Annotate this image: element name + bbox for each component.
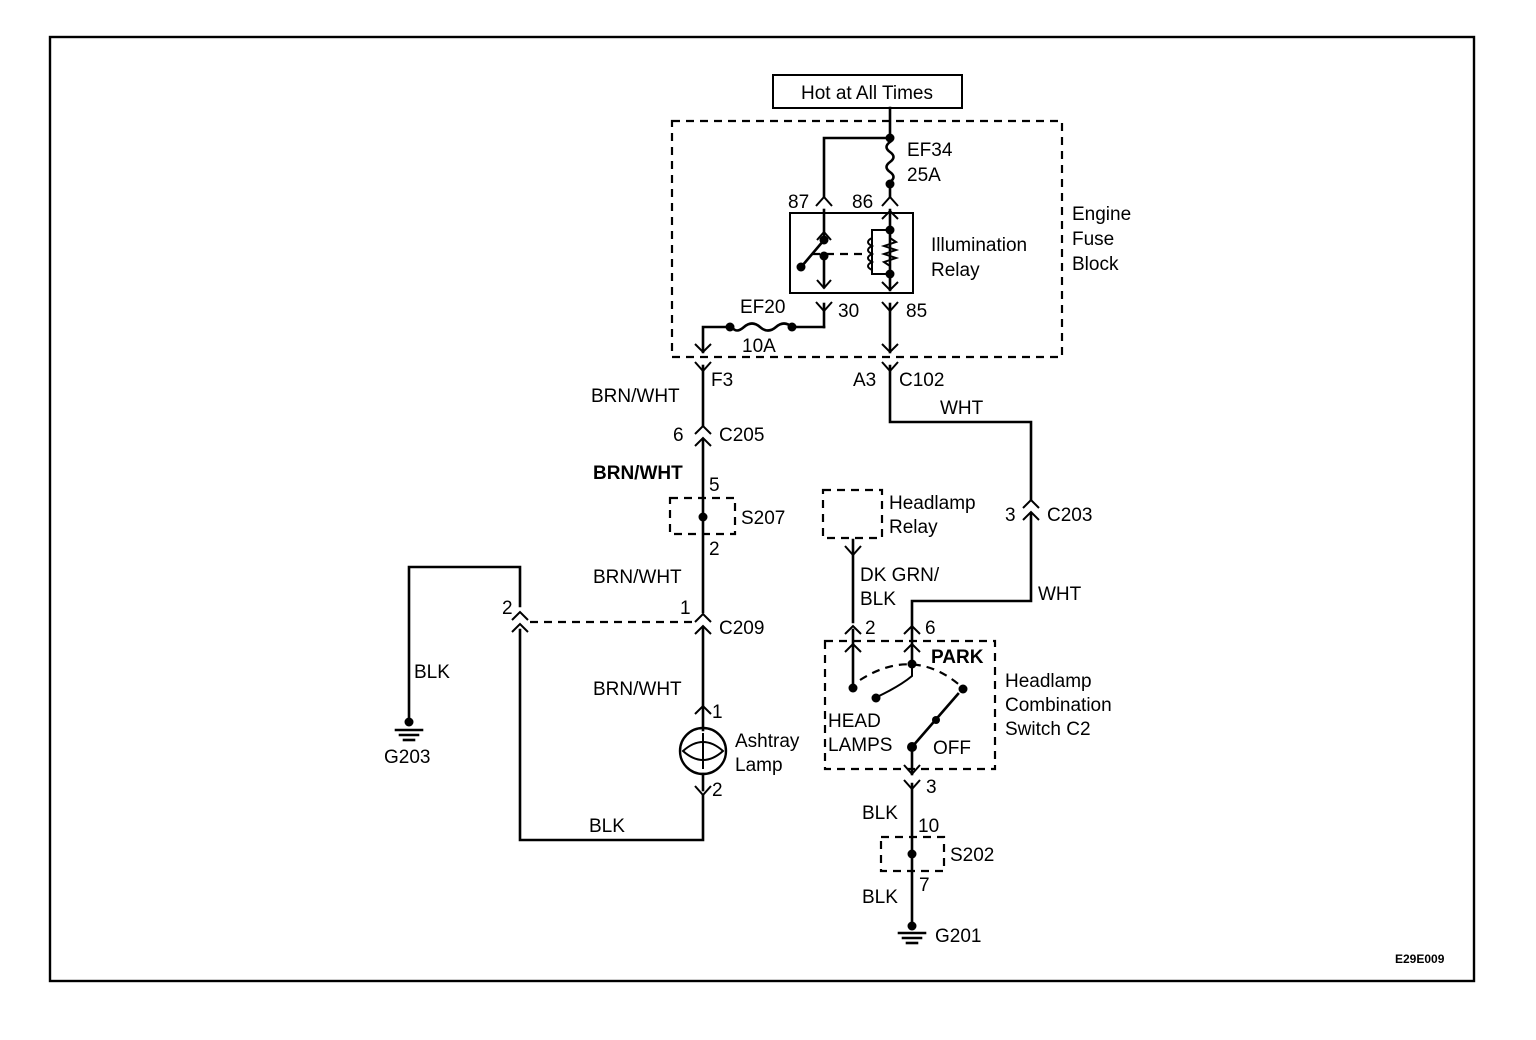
switch-pin-2: 2 <box>865 618 876 639</box>
switch-position-park: PARK <box>931 647 984 668</box>
illumination-relay-body <box>789 212 914 294</box>
headlamp-switch-label-3: Switch C2 <box>1005 719 1091 740</box>
fuse-ef34-label: EF34 <box>907 140 953 161</box>
engine-fuse-block-label-3: Block <box>1072 254 1119 275</box>
wire-label-wht-1: WHT <box>940 398 984 419</box>
connector-c209-pin-1: 1 <box>680 598 691 619</box>
switch-pin-3: 3 <box>926 777 937 798</box>
connector-c102: C102 <box>899 370 944 391</box>
wire-label-brn-wht-3: BRN/WHT <box>593 567 682 588</box>
connector-a3: A3 <box>853 370 876 391</box>
connector-c205-pin: 6 <box>673 425 684 446</box>
splice-s207-pin-bottom: 2 <box>709 539 720 560</box>
engine-fuse-block-outline <box>670 119 1064 359</box>
wire-label-dk-grn-blk-2: BLK <box>860 589 896 610</box>
switch-pin-6: 6 <box>925 618 936 639</box>
splice-s207-box <box>668 496 737 536</box>
wire-label-blk-switch-1: BLK <box>862 803 898 824</box>
fuse-ef20-symbol <box>730 322 794 332</box>
connector-c209-pin-2: 2 <box>502 598 513 619</box>
wire-label-wht-2: WHT <box>1038 584 1082 605</box>
splice-s202-pin-bottom: 7 <box>919 875 930 896</box>
switch-position-head-1: HEAD <box>828 711 881 732</box>
fuse-ef34-rating: 25A <box>907 165 941 186</box>
splice-s202-box <box>879 835 946 873</box>
relay-pin-87: 87 <box>788 192 809 213</box>
connector-f3: F3 <box>711 370 733 391</box>
ground-g203: G203 <box>384 747 430 768</box>
ashtray-lamp-pin-2: 2 <box>712 780 723 801</box>
power-source-label: Hot at All Times <box>801 83 933 104</box>
relay-pin-30: 30 <box>838 301 859 322</box>
relay-pin-86: 86 <box>852 192 873 213</box>
wire-label-blk-switch-2: BLK <box>862 887 898 908</box>
engine-fuse-block-label-1: Engine <box>1072 204 1131 225</box>
figure-code: E29E009 <box>1395 952 1445 966</box>
connector-c205: C205 <box>719 425 764 446</box>
wire-label-blk-bottom: BLK <box>589 816 625 837</box>
headlamp-relay-label-1: Headlamp <box>889 493 976 514</box>
splice-s202-pin-top: 10 <box>918 816 939 837</box>
ashtray-lamp-label-2: Lamp <box>735 755 783 776</box>
splice-s207-label: S207 <box>741 508 785 529</box>
fuse-ef20-label: EF20 <box>740 297 785 318</box>
wire-label-dk-grn-blk-1: DK GRN/ <box>860 565 940 586</box>
switch-position-head-2: LAMPS <box>828 735 892 756</box>
connector-c203-pin: 3 <box>1005 505 1016 526</box>
ground-g201: G201 <box>935 926 981 947</box>
fuse-ef34-symbol <box>885 140 895 184</box>
splice-s202-label: S202 <box>950 845 994 866</box>
headlamp-switch-label-1: Headlamp <box>1005 671 1092 692</box>
lamp-bulb-icon <box>678 726 728 776</box>
power-source-box <box>772 74 963 109</box>
wire-label-brn-wht-1: BRN/WHT <box>591 386 680 407</box>
relay-pin-85: 85 <box>906 301 927 322</box>
headlamp-switch-label-2: Combination <box>1005 695 1112 716</box>
connector-c209: C209 <box>719 618 764 639</box>
headlamp-combination-switch-box <box>823 639 997 771</box>
connector-c203: C203 <box>1047 505 1092 526</box>
wire-label-brn-wht-4: BRN/WHT <box>593 679 682 700</box>
splice-s207-pin-top: 5 <box>709 475 720 496</box>
illumination-relay-label-2: Relay <box>931 260 980 281</box>
illumination-relay-label-1: Illumination <box>931 235 1027 256</box>
ashtray-lamp-label-1: Ashtray <box>735 731 800 752</box>
headlamp-relay-label-2: Relay <box>889 517 938 538</box>
wire-label-brn-wht-2: BRN/WHT <box>593 463 683 484</box>
fuse-ef20-rating: 10A <box>742 336 776 357</box>
engine-fuse-block-label-2: Fuse <box>1072 229 1114 250</box>
wire-label-blk-ground: BLK <box>414 662 450 683</box>
diagram-frame <box>48 35 1476 983</box>
ashtray-lamp-pin-1: 1 <box>712 702 723 723</box>
headlamp-relay-box <box>821 488 884 540</box>
switch-position-off: OFF <box>933 738 971 759</box>
